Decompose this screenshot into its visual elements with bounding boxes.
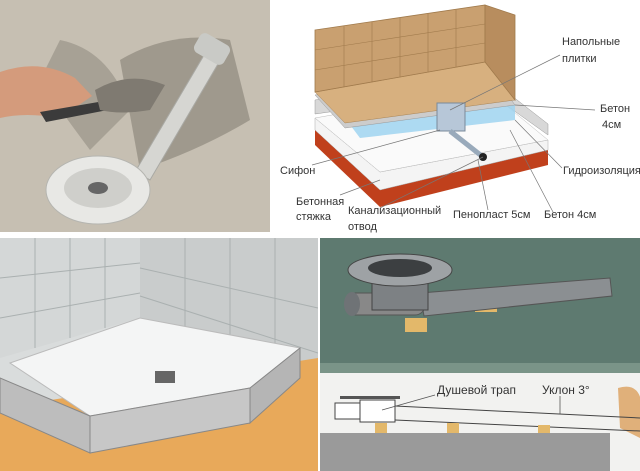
label-floor-tiles-1: Напольные bbox=[562, 36, 620, 48]
label-screed-2: стяжка bbox=[296, 211, 332, 223]
drain-grate bbox=[155, 371, 175, 383]
label-waterproofing: Гидроизоляция bbox=[563, 165, 640, 177]
label-foam: Пенопласт 5см bbox=[453, 209, 530, 221]
drain-slope-svg: Душевой трап Уклон 3° bbox=[320, 238, 640, 471]
tiled-shower-tray bbox=[0, 238, 318, 471]
label-concrete-top-2: 4см bbox=[602, 119, 621, 131]
label-siphon: Сифон bbox=[280, 165, 315, 177]
shower-tray-svg bbox=[0, 238, 318, 471]
label-concrete-top-1: Бетон bbox=[600, 103, 630, 115]
label-sewer-outlet-1: Канализационный bbox=[348, 205, 441, 217]
drain-box bbox=[436, 102, 466, 132]
label-screed-1: Бетонная bbox=[296, 196, 344, 208]
label-shower-drain: Душевой трап bbox=[437, 383, 516, 397]
red-base-layer bbox=[315, 130, 548, 207]
floor-layers-diagram: Напольные плитки Бетон 4см Сифон Гидроиз… bbox=[270, 0, 640, 235]
label-concrete-bottom: Бетон 4см bbox=[544, 209, 596, 221]
floor-layers-svg: Напольные плитки Бетон 4см Сифон Гидроиз… bbox=[280, 4, 640, 233]
label-sewer-outlet-2: отвод bbox=[348, 221, 378, 233]
photo-installing-drain bbox=[0, 0, 270, 232]
label-slope: Уклон 3° bbox=[542, 383, 590, 397]
photo-drain-plastering bbox=[0, 0, 270, 232]
label-floor-tiles-2: плитки bbox=[562, 53, 597, 65]
drain-slope-diagram: Душевой трап Уклон 3° bbox=[320, 238, 640, 471]
